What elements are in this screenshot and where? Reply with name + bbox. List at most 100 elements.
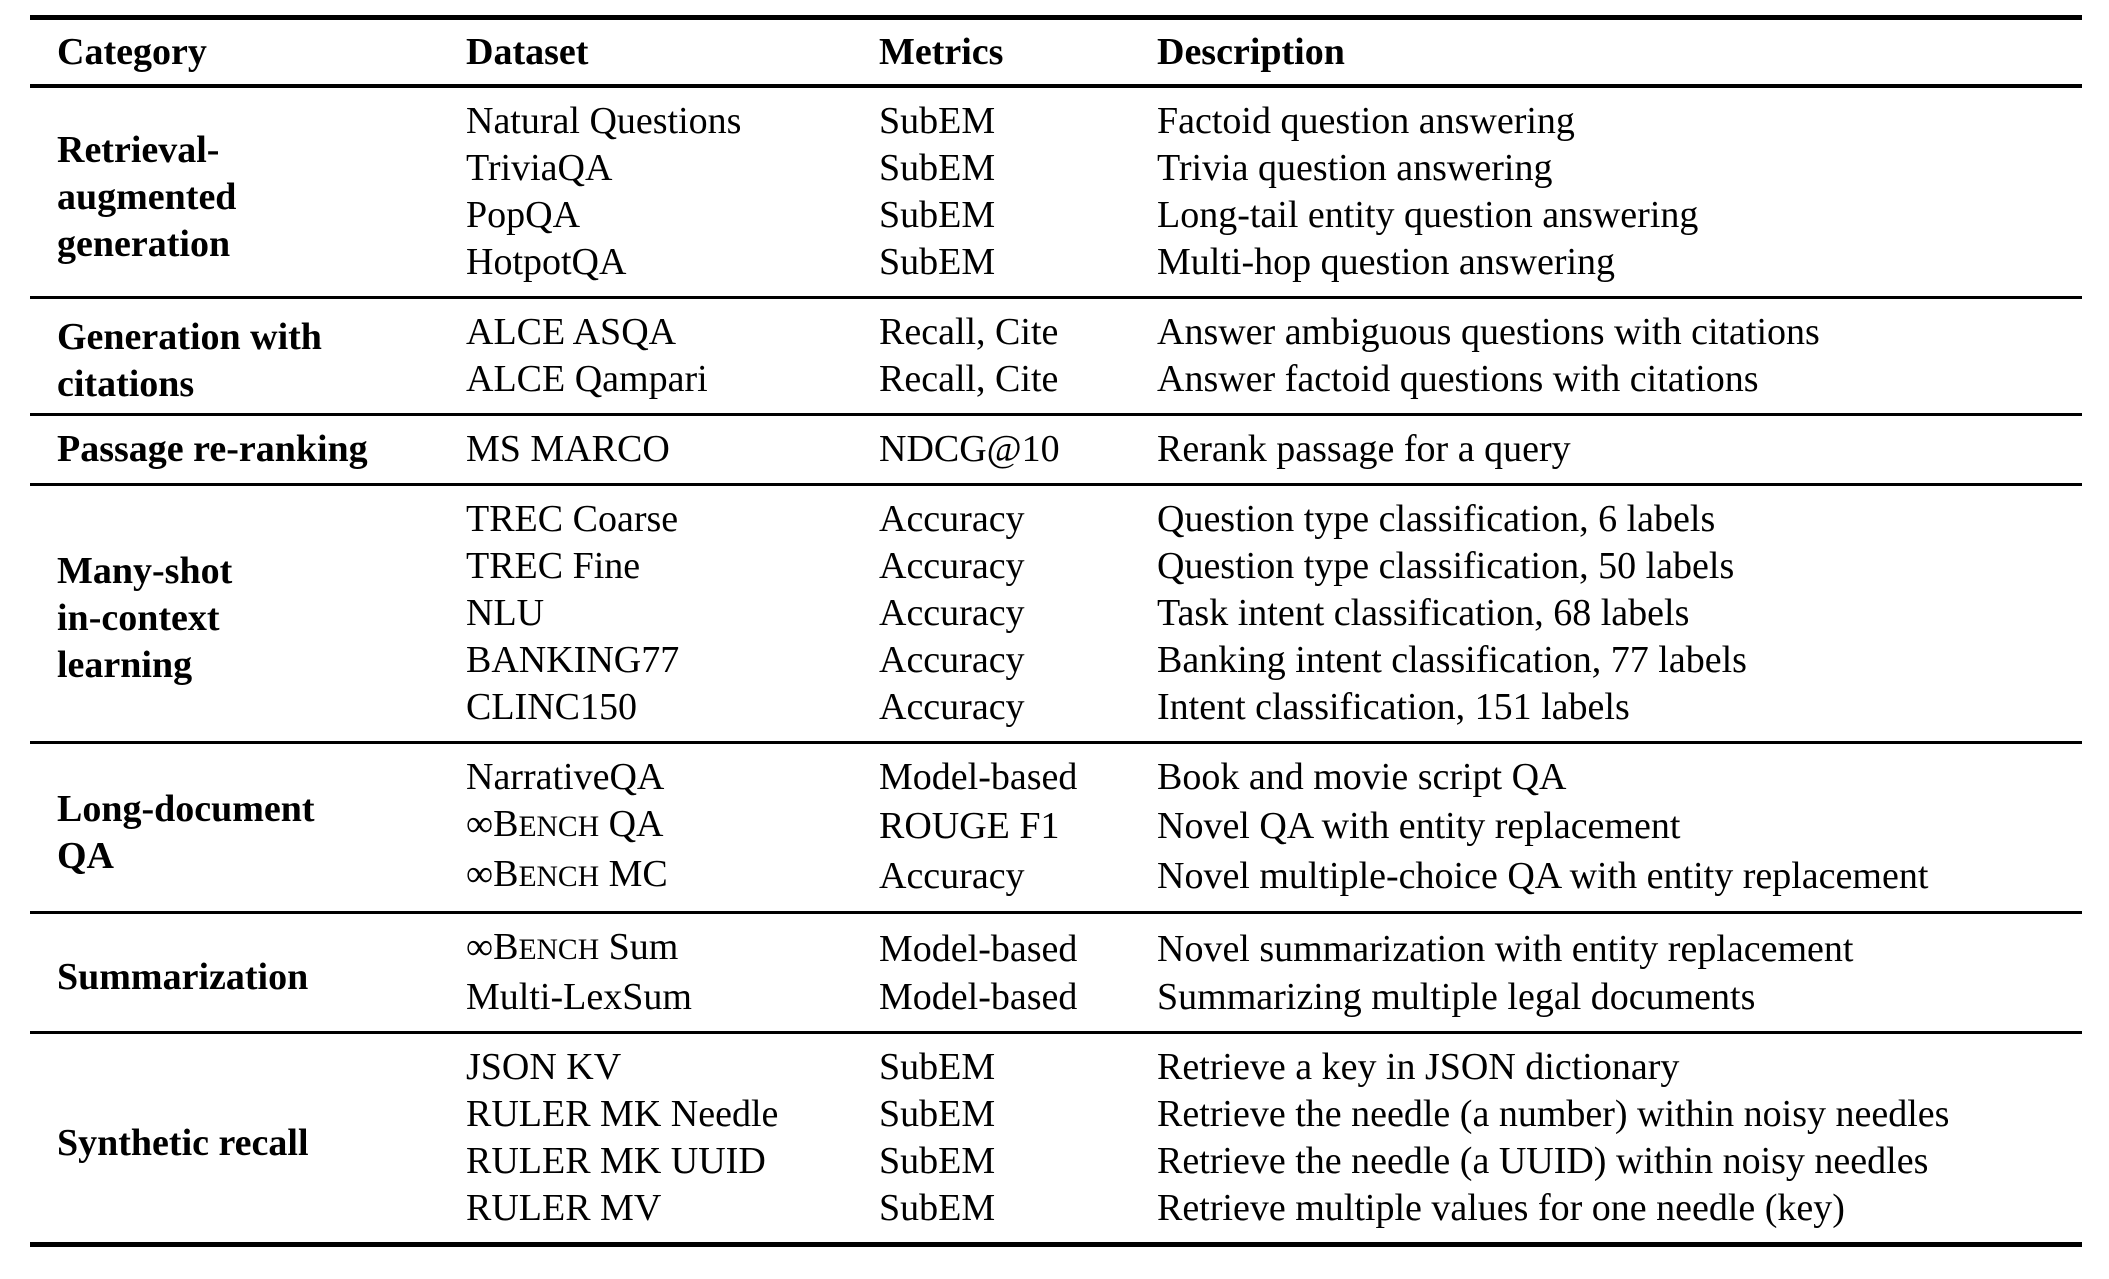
metrics-cell: SubEM xyxy=(879,241,996,283)
dataset-cell: MS MARCO xyxy=(466,428,670,470)
dataset-cell: NarrativeQA xyxy=(466,756,665,798)
description-cell: Retrieve multiple values for one needle … xyxy=(1157,1187,1845,1229)
description-cell: Question type classification, 50 labels xyxy=(1157,545,1735,587)
dataset-cell: TREC Fine xyxy=(466,545,641,587)
metrics-cell: Accuracy xyxy=(879,686,1025,728)
description-cell: Retrieve a key in JSON dictionary xyxy=(1157,1046,1680,1088)
table-section: Retrieval- augmented generation Natural Q… xyxy=(30,86,2082,298)
table-section: Long-document QA NarrativeQA Model-based Bo… xyxy=(30,742,2082,913)
table-row: Passage re-ranking MS MARCO NDCG@10 Rerank … xyxy=(30,415,2082,485)
metrics-cell: Accuracy xyxy=(879,498,1025,540)
metrics-cell: Accuracy xyxy=(879,854,1025,897)
description-cell: Factoid question answering xyxy=(1157,100,1575,142)
description-cell: Novel multiple-choice QA with entity rep… xyxy=(1157,854,1929,897)
table-row: HotpotQA SubEM Multi-hop question answerin… xyxy=(30,239,2082,298)
header-metrics: Metrics xyxy=(879,15,1157,88)
table-row: NLU Accuracy Task intent classification, 6… xyxy=(30,590,2082,637)
description-cell: Book and movie script QA xyxy=(1157,756,1567,798)
table-row: BANKING77 Accuracy Banking intent classifi… xyxy=(30,637,2082,684)
benchmark-table: Category Dataset Metrics Description Ret… xyxy=(30,15,2082,1247)
metrics-cell: Accuracy xyxy=(879,592,1025,634)
description-cell: Retrieve the needle (a number) within no… xyxy=(1157,1093,1950,1135)
description-cell: Banking intent classification, 77 labels xyxy=(1157,639,1747,681)
table-section: Synthetic recall JSON KV SubEM Retrieve a k… xyxy=(30,1032,2082,1245)
metrics-cell: Model-based xyxy=(879,756,1078,798)
dataset-cell: RULER MV xyxy=(466,1187,662,1229)
table-row: PopQA SubEM Long-tail entity question answ… xyxy=(30,192,2082,239)
category-cell: Generation with citations xyxy=(57,316,322,405)
dataset-cell: Multi-LexSum xyxy=(466,976,692,1018)
dataset-cell: Natural Questions xyxy=(466,100,742,142)
description-cell: Summarizing multiple legal documents xyxy=(1157,976,1756,1018)
metrics-cell: SubEM xyxy=(879,1140,996,1182)
dataset-cell: NLU xyxy=(466,592,545,634)
description-cell: Task intent classification, 68 labels xyxy=(1157,592,1690,634)
table-row: ALCE Qampari Recall, Cite Answer factoid q… xyxy=(30,356,2082,415)
metrics-cell: NDCG@10 xyxy=(879,428,1060,470)
description-cell: Long-tail entity question answering xyxy=(1157,194,1699,236)
metrics-cell: SubEM xyxy=(879,194,996,236)
dataset-cell: HotpotQA xyxy=(466,241,627,283)
table-row: RULER MK Needle SubEM Retrieve the needle … xyxy=(30,1091,2082,1138)
dataset-cell: TriviaQA xyxy=(466,147,613,189)
header-description: Description xyxy=(1157,15,2082,88)
metrics-cell: ROUGE F1 xyxy=(879,804,1060,847)
metrics-cell: SubEM xyxy=(879,1093,996,1135)
category-cell: Passage re-ranking xyxy=(57,428,368,470)
metrics-cell: Accuracy xyxy=(879,639,1025,681)
table-row: TriviaQA SubEM Trivia question answering xyxy=(30,145,2082,192)
metrics-cell: SubEM xyxy=(879,147,996,189)
metrics-cell: SubEM xyxy=(879,1187,996,1229)
table-section: Summarization ∞BENCH Sum Model-based Novel … xyxy=(30,912,2082,1033)
table-section: Passage re-ranking MS MARCO NDCG@10 Rerank … xyxy=(30,414,2082,485)
table-header: Category Dataset Metrics Description xyxy=(30,15,2082,88)
description-cell: Trivia question answering xyxy=(1157,147,1553,189)
description-cell: Retrieve the needle (a UUID) within nois… xyxy=(1157,1140,1929,1182)
description-cell: Novel summarization with entity replacem… xyxy=(1157,927,1854,970)
description-cell: Rerank passage for a query xyxy=(1157,428,1571,470)
metrics-cell: SubEM xyxy=(879,100,996,142)
description-cell: Answer factoid questions with citations xyxy=(1157,358,1759,400)
metrics-cell: Model-based xyxy=(879,927,1078,970)
table-row: CLINC150 Accuracy Intent classification, 1… xyxy=(30,684,2082,743)
table-section: Generation with citations ALCE ASQA Recall… xyxy=(30,297,2082,415)
table-row: Long-document QA NarrativeQA Model-based Bo… xyxy=(30,743,2082,877)
dataset-cell: RULER MK Needle xyxy=(466,1093,779,1135)
description-cell: Question type classification, 6 labels xyxy=(1157,498,1716,540)
dataset-cell: ∞BENCH MC xyxy=(466,853,668,895)
metrics-cell: Accuracy xyxy=(879,545,1025,587)
dataset-cell: TREC Coarse xyxy=(466,498,679,540)
table-row: Retrieval- augmented generation Natural Q… xyxy=(30,86,2082,265)
header-row: Category Dataset Metrics Description xyxy=(30,15,2082,88)
category-cell: Synthetic recall xyxy=(57,1121,309,1164)
table-row: ∞BENCH MC Accuracy Novel multiple-choice Q… xyxy=(30,851,2082,913)
dataset-cell: ∞BENCH QA xyxy=(466,803,664,845)
description-cell: Answer ambiguous questions with citation… xyxy=(1157,311,1820,353)
metrics-cell: Recall, Cite xyxy=(879,311,1059,353)
metrics-cell: Recall, Cite xyxy=(879,358,1059,400)
dataset-cell: ∞BENCH Sum xyxy=(466,926,679,968)
table-row: RULER MV SubEM Retrieve multiple values fo… xyxy=(30,1185,2082,1245)
table-row: RULER MK UUID SubEM Retrieve the needle (a… xyxy=(30,1138,2082,1185)
dataset-cell: CLINC150 xyxy=(466,686,637,728)
table-row: TREC Fine Accuracy Question type classific… xyxy=(30,543,2082,590)
description-cell: Intent classification, 151 labels xyxy=(1157,686,1630,728)
dataset-cell: ALCE ASQA xyxy=(466,311,677,353)
header-category: Category xyxy=(30,15,466,88)
dataset-cell: JSON KV xyxy=(466,1046,622,1088)
dataset-cell: ALCE Qampari xyxy=(466,358,708,400)
table-row: Synthetic recall JSON KV SubEM Retrieve a k… xyxy=(30,1033,2082,1164)
category-cell: Summarization xyxy=(57,956,309,998)
dataset-cell: RULER MK UUID xyxy=(466,1140,766,1182)
description-cell: Multi-hop question answering xyxy=(1157,241,1616,283)
metrics-cell: SubEM xyxy=(879,1046,996,1088)
dataset-cell: PopQA xyxy=(466,194,581,236)
table-row: Summarization ∞BENCH Sum Model-based Novel … xyxy=(30,913,2082,998)
category-cell: Long-document QA xyxy=(57,787,315,877)
category-cell: Retrieval- augmented generation xyxy=(57,128,237,265)
dataset-cell: BANKING77 xyxy=(466,639,680,681)
